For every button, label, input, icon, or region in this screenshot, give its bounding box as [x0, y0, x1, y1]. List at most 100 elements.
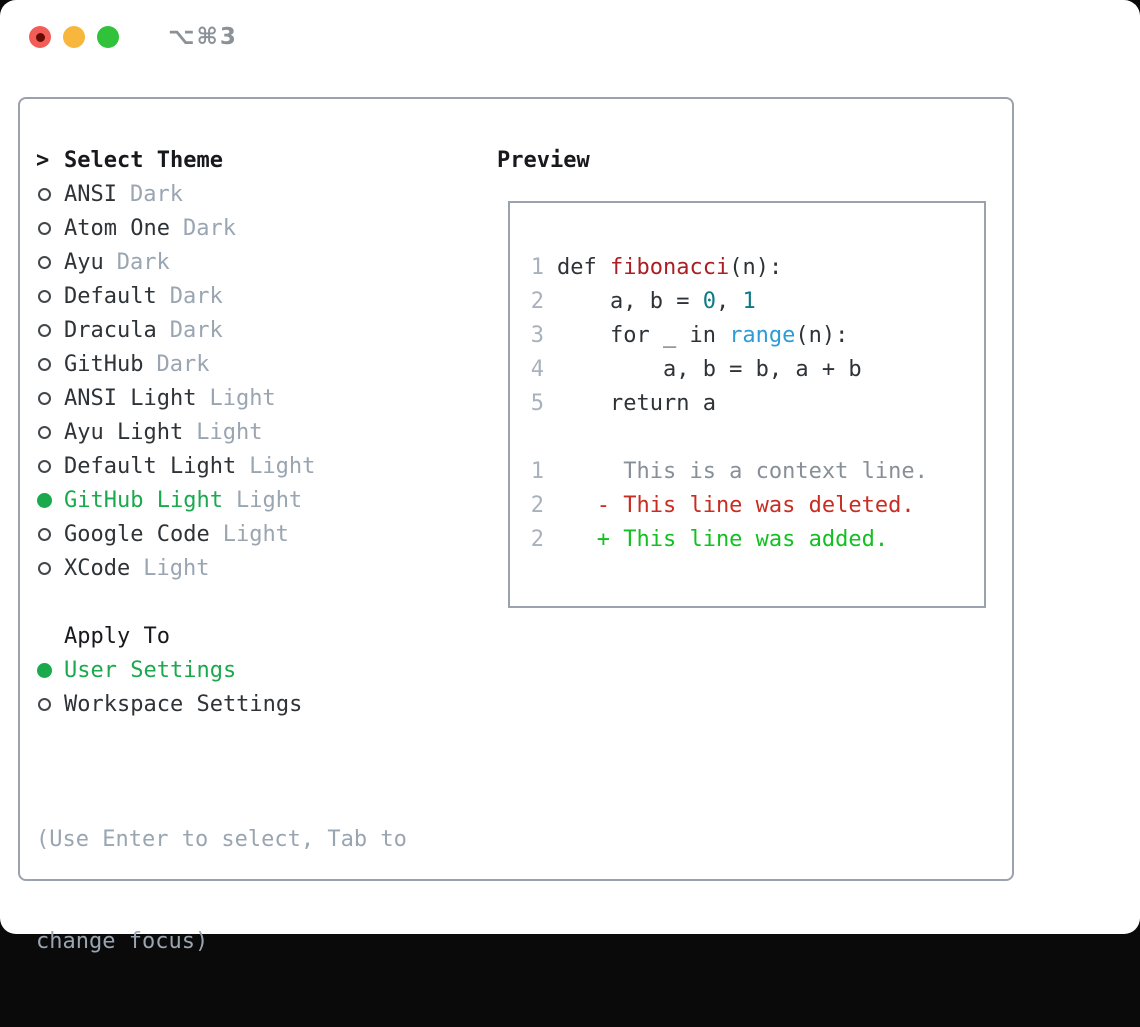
theme-option[interactable]: XCode Light [36, 551, 476, 585]
hint-line-1: (Use Enter to select, Tab to [36, 827, 407, 852]
radio-icon [38, 391, 51, 405]
code-token-num: 0 [702, 288, 716, 314]
code-token-num: 1 [742, 288, 756, 314]
select-theme-label: Select Theme [64, 147, 223, 173]
radio-icon [38, 221, 51, 235]
radio-icon [38, 255, 51, 269]
radio-icon [38, 561, 51, 575]
variant-label: Light [249, 453, 316, 479]
line-number: 1 [530, 254, 544, 280]
radio-selected-icon [37, 492, 52, 508]
titlebar: ⌥⌘3 [0, 0, 1140, 75]
option-label: Default Light [64, 453, 237, 479]
code-token-text: def [557, 254, 610, 280]
code-token-text: a, b = b, a + b [557, 356, 862, 382]
code-line [530, 420, 984, 454]
code-token-call: range [729, 322, 796, 348]
code-token-added: + This line was added. [557, 526, 889, 552]
code-line: 1 def fibonacci(n): [530, 250, 984, 284]
option-label: Default [64, 283, 157, 309]
option-label: ANSI Light [64, 385, 197, 411]
code-line: 5 return a [530, 386, 984, 420]
apply-to-option[interactable]: User Settings [36, 653, 476, 687]
record-dot-icon [35, 32, 45, 42]
option-label: Ayu [64, 249, 104, 275]
radio-icon [38, 289, 51, 303]
option-label: XCode [64, 555, 131, 581]
code-token-func: fibonacci [609, 254, 730, 280]
code-token-text: (n): [729, 254, 783, 280]
radio-icon [38, 459, 51, 473]
radio-icon [38, 527, 51, 541]
maximize-button[interactable] [97, 26, 119, 48]
line-number: 2 [530, 526, 544, 552]
radio-icon [38, 425, 51, 439]
option-label: GitHub Light [64, 487, 223, 513]
code-line: 2 - This line was deleted. [530, 488, 984, 522]
variant-label: Dark [169, 283, 223, 309]
theme-option[interactable]: Ayu Dark [36, 245, 476, 279]
radio-selected-icon [37, 662, 52, 678]
code-line: 3 for _ in range(n): [530, 318, 984, 352]
line-number: 1 [530, 458, 544, 484]
code-token-text: return a [557, 390, 716, 416]
variant-label: Light [143, 555, 210, 581]
theme-option[interactable]: Default Dark [36, 279, 476, 313]
theme-option[interactable]: Dracula Dark [36, 313, 476, 347]
theme-option[interactable]: ANSI Light Light [36, 381, 476, 415]
hint-line-2: change focus) [36, 929, 209, 954]
code-line: 2 a, b = 0, 1 [530, 284, 984, 318]
variant-label: Dark [116, 249, 170, 275]
option-label: Workspace Settings [64, 691, 303, 717]
option-label: ANSI [64, 181, 117, 207]
variant-label: Dark [182, 215, 236, 241]
select-theme-header: > Select Theme [36, 143, 476, 177]
prompt-icon: > [36, 147, 50, 173]
variant-label: Dark [129, 181, 183, 207]
code-line: 1 This is a context line. [530, 454, 984, 488]
apply-to-label: Apply To [64, 623, 170, 649]
option-label: User Settings [64, 657, 237, 683]
line-number: 2 [530, 492, 544, 518]
line-number: 3 [530, 322, 544, 348]
option-label: Google Code [64, 521, 210, 547]
line-number: 4 [530, 356, 544, 382]
radio-icon [38, 357, 51, 371]
radio-icon [38, 697, 51, 711]
theme-option[interactable]: Default Light Light [36, 449, 476, 483]
theme-option[interactable]: GitHub Dark [36, 347, 476, 381]
code-line: 4 a, b = b, a + b [530, 352, 984, 386]
option-label: Atom One [64, 215, 170, 241]
theme-option[interactable]: Atom One Dark [36, 211, 476, 245]
apply-to-header: Apply To [36, 619, 476, 653]
variant-label: Dark [169, 317, 223, 343]
variant-label: Light [209, 385, 276, 411]
minimize-button[interactable] [63, 26, 85, 48]
line-number: 2 [530, 288, 544, 314]
code-token-text: for _ in [557, 322, 730, 348]
preview-title: Preview [497, 147, 590, 173]
close-button[interactable] [29, 26, 51, 48]
option-label: GitHub [64, 351, 144, 377]
theme-option[interactable]: Google Code Light [36, 517, 476, 551]
variant-label: Light [222, 521, 289, 547]
line-number: 5 [530, 390, 544, 416]
theme-option[interactable]: ANSI Dark [36, 177, 476, 211]
option-label: Dracula [64, 317, 157, 343]
radio-icon [38, 187, 51, 201]
apply-to-option[interactable]: Workspace Settings [36, 687, 476, 721]
code-line: 2 + This line was added. [530, 522, 984, 556]
code-token-deleted: - This line was deleted. [557, 492, 915, 518]
option-label: Ayu Light [64, 419, 184, 445]
variant-label: Dark [156, 351, 210, 377]
radio-icon [38, 323, 51, 337]
